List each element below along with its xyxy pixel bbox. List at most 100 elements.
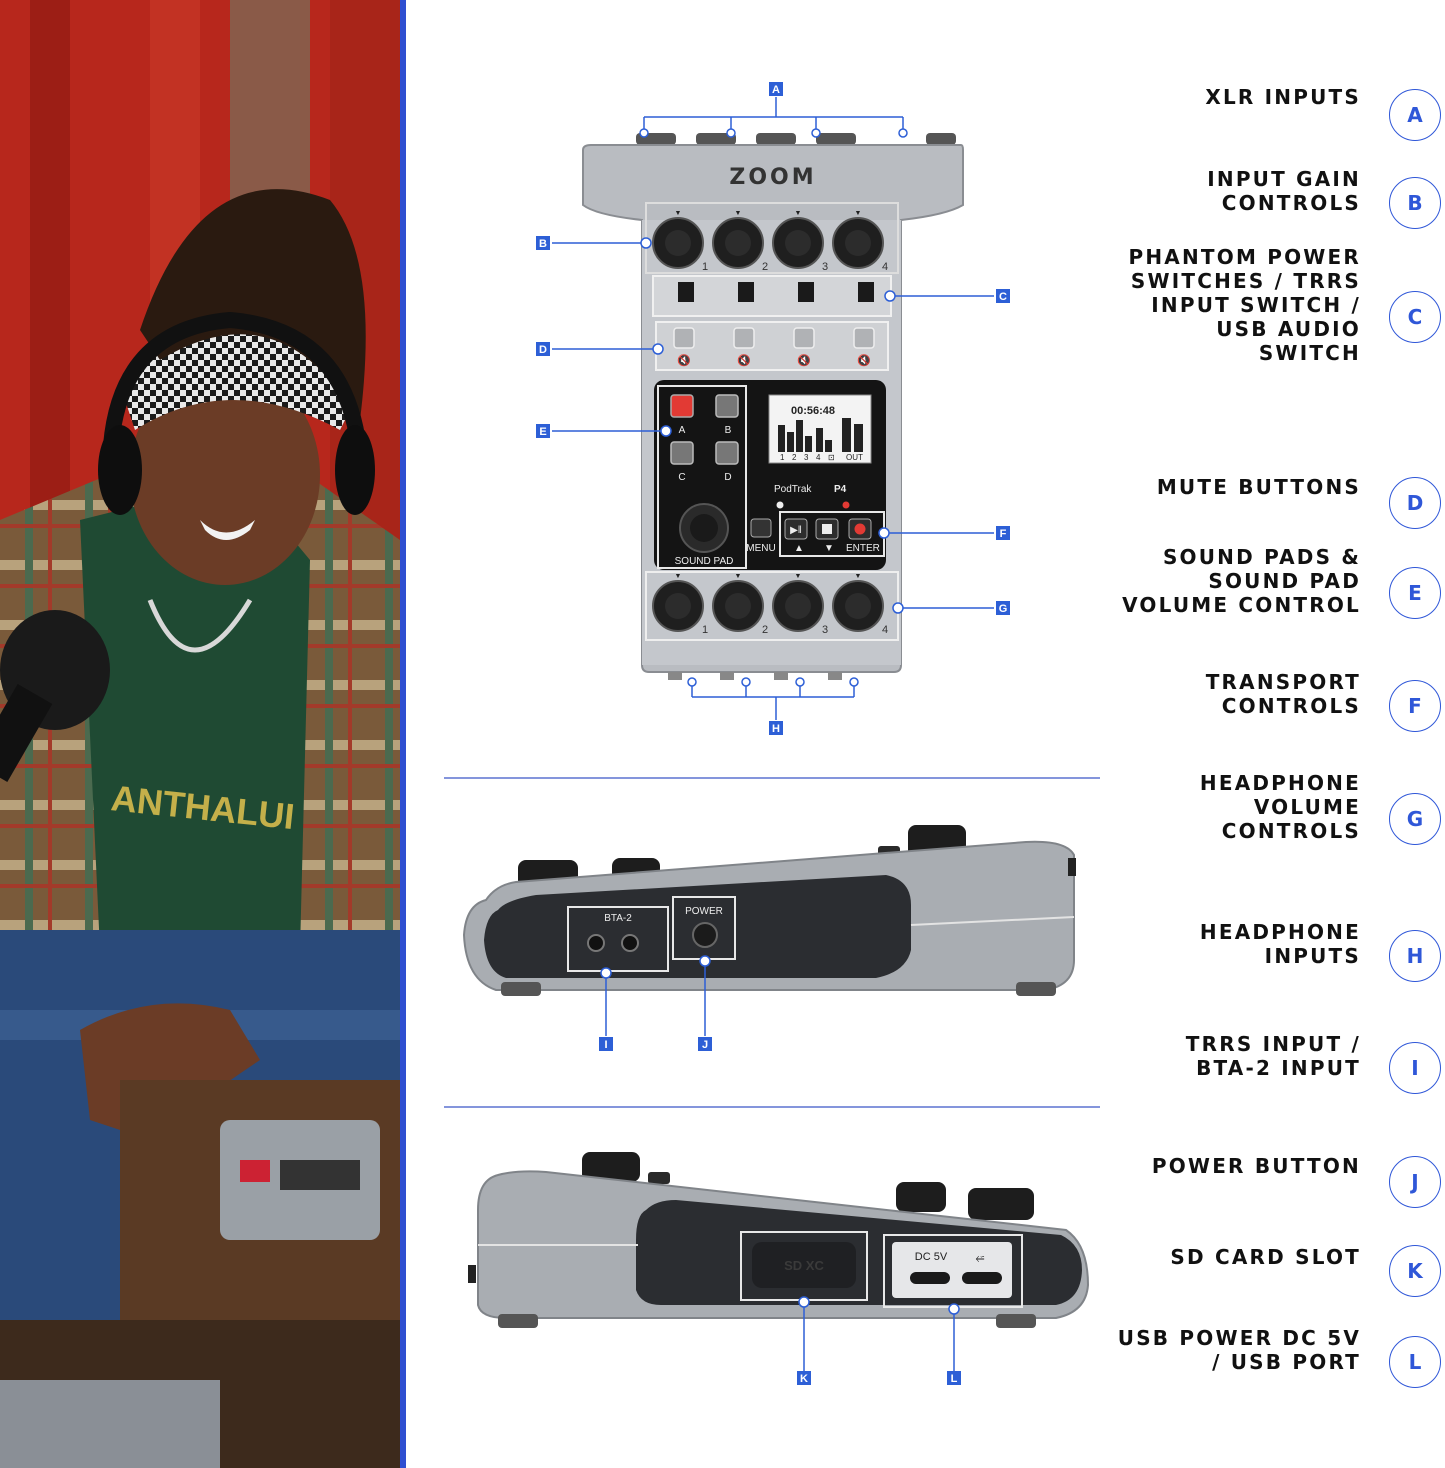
callout-letter-b: B — [539, 238, 547, 250]
callout-tag-a — [769, 82, 783, 96]
sound-pad-a[interactable] — [670, 394, 694, 418]
callout-letter-g: G — [999, 603, 1008, 615]
legend-item-g: HEADPHONE VOLUME CONTROLS G — [1100, 771, 1445, 855]
callout-letter-a: A — [772, 84, 780, 96]
legend-item-d: MUTE BUTTONS D — [1100, 475, 1445, 531]
mute-speaker-icon-2: 🔇 — [737, 354, 751, 367]
headphone-volume-channel-number-2: 2 — [762, 624, 768, 636]
legend-letter-circle-d: D — [1389, 477, 1441, 529]
headphone-volume-marker-icon-4: ▼ — [855, 573, 862, 580]
menu-button[interactable] — [750, 518, 772, 538]
play-pause-button[interactable] — [784, 518, 808, 540]
legend-label-a: XLR INPUTS — [1205, 85, 1361, 109]
callout-tag-i — [599, 1037, 613, 1051]
callout-letter-f: F — [1000, 528, 1007, 540]
callout-letter-k: K — [800, 1373, 808, 1385]
legend-label-d: MUTE BUTTONS — [1156, 475, 1361, 499]
headphone-volume-channel-number-4: 4 — [882, 624, 888, 636]
mute-button-2[interactable] — [733, 327, 755, 349]
legend-letter-circle-a: A — [1389, 89, 1441, 141]
sd-card-slot[interactable] — [752, 1242, 856, 1288]
legend-label-b: INPUT GAIN CONTROLS — [1207, 167, 1361, 215]
sound-pad-d[interactable] — [715, 441, 739, 465]
legend-letter-circle-h: H — [1389, 930, 1441, 982]
phantom-switch-2[interactable] — [738, 282, 754, 302]
callout-letter-j: J — [702, 1039, 708, 1051]
callout-tag-d — [536, 342, 550, 356]
power-label: POWER — [685, 906, 723, 917]
headphone-volume-knob-cap-1 — [665, 593, 691, 619]
gain-marker-icon-3: ▼ — [795, 210, 802, 217]
bta2-jack — [621, 934, 639, 952]
leader-lines — [552, 97, 994, 1371]
sound-pad-knob-label: SOUND PAD — [675, 556, 734, 567]
gain-marker-icon-2: ▼ — [735, 210, 742, 217]
display-channel-label-3: 3 — [804, 453, 809, 462]
headphone-volume-marker-icon-3: ▼ — [795, 573, 802, 580]
mute-speaker-icon-1: 🔇 — [677, 354, 691, 367]
pad-label-c: C — [678, 472, 685, 483]
usb-panel — [892, 1242, 1012, 1298]
stop-icon — [822, 524, 832, 534]
callout-tag-g — [996, 601, 1010, 615]
side-view-right: SD XC DC 5V ⭁ — [468, 1152, 1090, 1328]
phantom-switch-4[interactable] — [858, 282, 874, 302]
headphone-volume-knob-cap-3 — [785, 593, 811, 619]
pad-label-b: B — [725, 425, 732, 436]
callout-tag-l — [947, 1371, 961, 1385]
up-arrow-icon: ▲ — [794, 543, 804, 554]
display-channel-label-1: 1 — [780, 453, 785, 462]
legend-label-c: PHANTOM POWER SWITCHES / TRRS INPUT SWIT… — [1128, 245, 1361, 365]
gain-channel-number-2: 2 — [762, 261, 768, 273]
usb-c-power-port[interactable] — [910, 1272, 950, 1284]
sound-pad-c[interactable] — [670, 441, 694, 465]
phantom-switch-3[interactable] — [798, 282, 814, 302]
pad-label-a: A — [679, 425, 686, 436]
gain-knob-cap-3 — [785, 230, 811, 256]
legend-label-g: HEADPHONE VOLUME CONTROLS — [1199, 771, 1361, 843]
power-button[interactable] — [692, 922, 718, 948]
callout-tag-f — [996, 526, 1010, 540]
legend-item-a: XLR INPUTS A — [1100, 85, 1445, 143]
callout-letter-e: E — [539, 426, 546, 438]
callout-tag-h — [769, 721, 783, 735]
sound-pad-b[interactable] — [715, 394, 739, 418]
legend-letter-circle-f: F — [1389, 680, 1441, 732]
divider-line — [400, 0, 406, 1468]
mute-button-3[interactable] — [793, 327, 815, 349]
play-pause-icon: ▶‖ — [790, 525, 802, 536]
display-channel-label-6: OUT — [846, 453, 863, 462]
phantom-switch-1[interactable] — [678, 282, 694, 302]
legend-letter-circle-e: E — [1389, 567, 1441, 619]
record-icon — [854, 523, 866, 535]
legend-letter-circle-k: K — [1389, 1245, 1441, 1297]
display-time: 00:56:48 — [791, 405, 835, 417]
callout-tag-b — [536, 236, 550, 250]
display-channel-label-5: ⊡ — [828, 453, 835, 462]
headphone-volume-channel-number-3: 3 — [822, 624, 828, 636]
device-diagram: ZOOM 1▼2▼3▼4▼ 🔇🔇🔇🔇 A B C D S — [406, 0, 1146, 1468]
gain-knob-cap-1 — [665, 230, 691, 256]
headphone-volume-knob-cap-4 — [845, 593, 871, 619]
mute-button-4[interactable] — [853, 327, 875, 349]
top-view: ZOOM 1▼2▼3▼4▼ 🔇🔇🔇🔇 A B C D S — [582, 133, 964, 680]
legend-letter-circle-g: G — [1389, 793, 1441, 845]
gain-marker-icon-4: ▼ — [855, 210, 862, 217]
down-arrow-icon: ▼ — [824, 543, 834, 554]
gain-channel-number-4: 4 — [882, 261, 888, 273]
legend-item-c: PHANTOM POWER SWITCHES / TRRS INPUT SWIT… — [1100, 245, 1445, 377]
callout-letter-l: L — [951, 1373, 958, 1385]
mute-button-1[interactable] — [673, 327, 695, 349]
podcaster-photo: ANTHALUI — [0, 0, 400, 1468]
usb-c-data-port[interactable] — [962, 1272, 1002, 1284]
display-channel-label-4: 4 — [816, 453, 821, 462]
callout-letter-i: I — [604, 1039, 607, 1051]
